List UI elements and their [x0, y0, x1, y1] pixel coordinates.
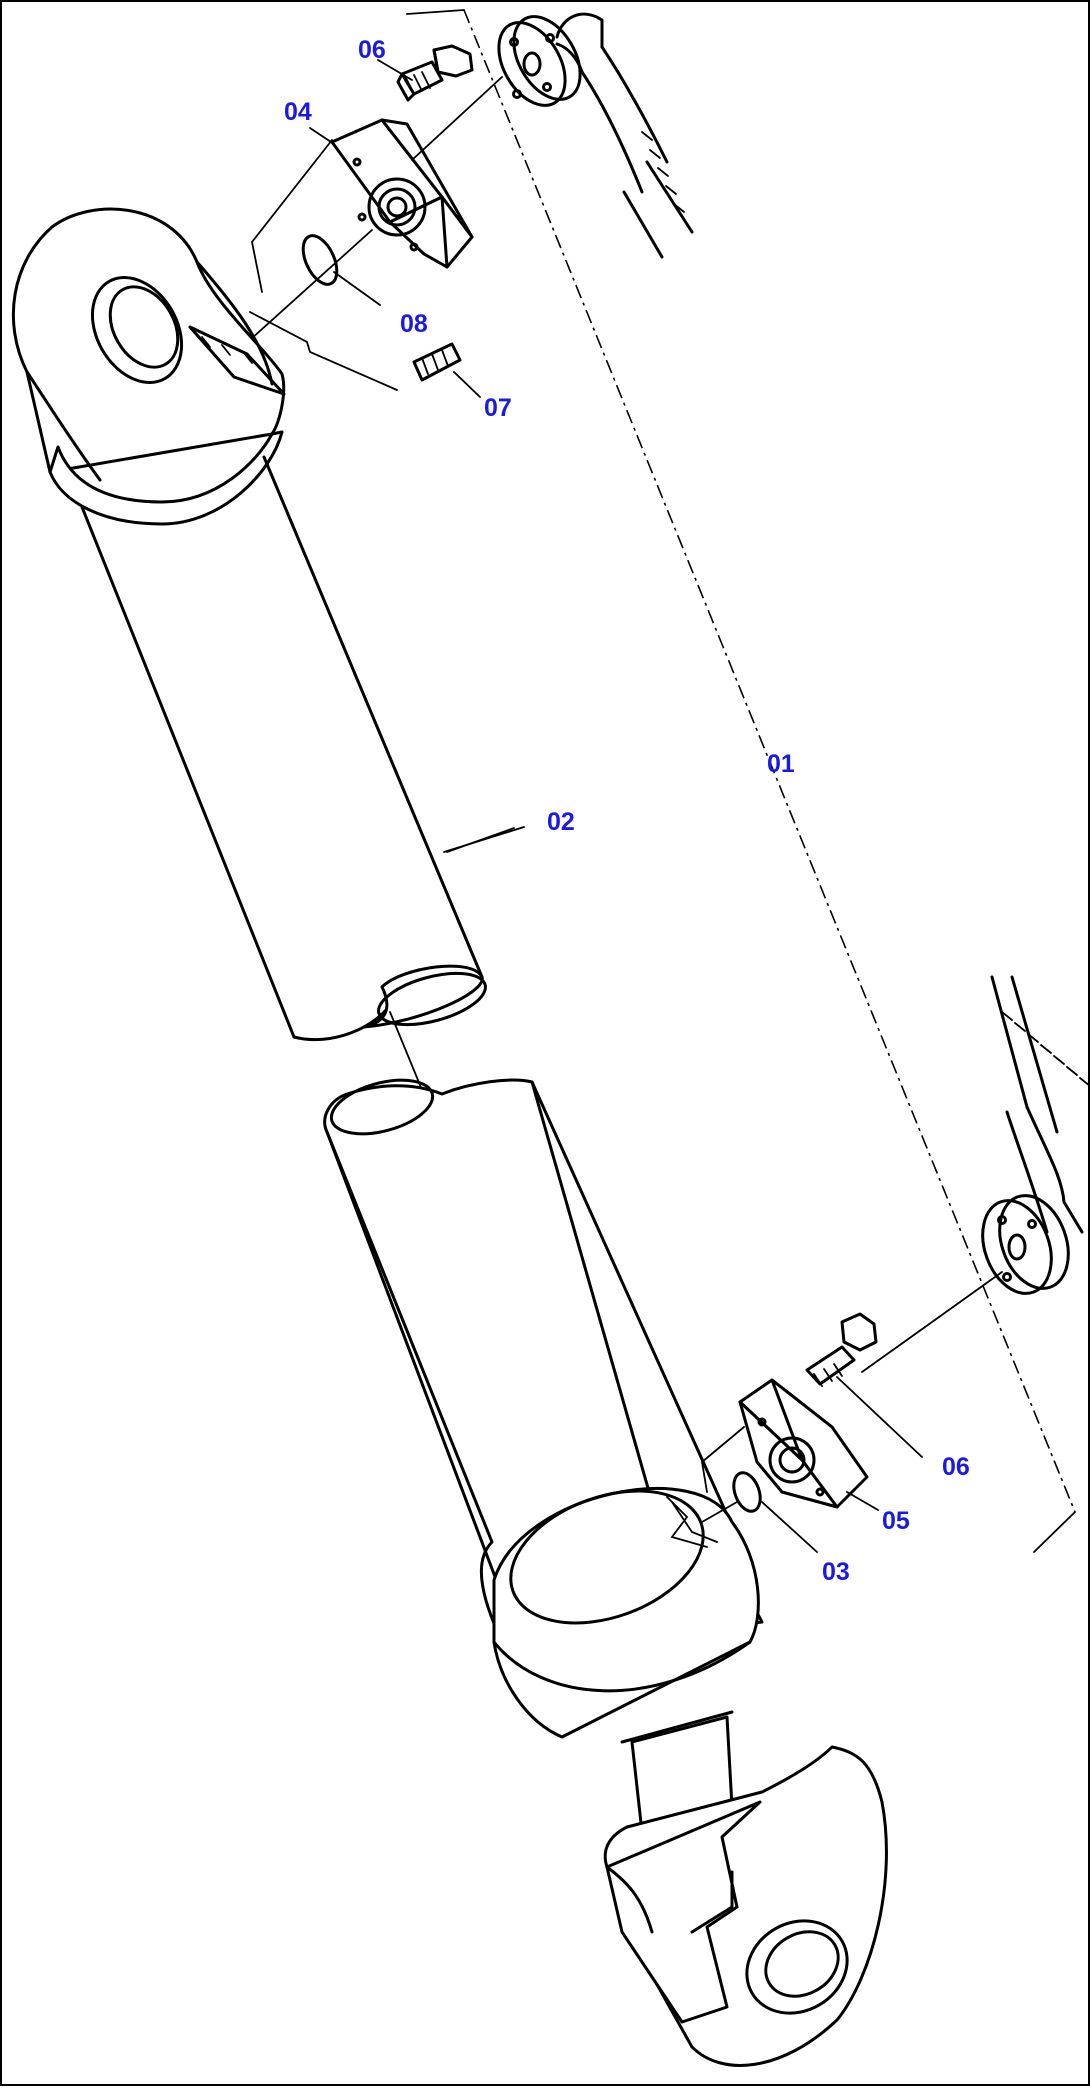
- bottom-o-ring: [732, 1471, 762, 1513]
- bottom-bolt: [805, 1312, 878, 1387]
- callout-08: 08: [400, 310, 428, 338]
- callout-06-top: 06: [358, 36, 386, 64]
- callout-06-bottom: 06: [942, 1453, 970, 1481]
- cylinder-tube: [11, 207, 525, 1042]
- callout-03: 03: [822, 1558, 850, 1586]
- top-hose-flange: [497, 15, 582, 107]
- callout-02: 02: [547, 808, 575, 836]
- leader-lines: [309, 59, 923, 1553]
- rod-housing-lower: [323, 1078, 888, 2067]
- bottom-guide-lines: [671, 1271, 1003, 1543]
- callout-04: 04: [284, 98, 312, 126]
- bottom-flange-block: [738, 1378, 869, 1509]
- assembly-01-bracket: [406, 9, 1076, 1553]
- top-screw: [412, 342, 462, 382]
- top-hose-assembly: [497, 12, 694, 259]
- callout-01: 01: [767, 750, 795, 778]
- callout-05: 05: [882, 1507, 910, 1535]
- callout-07: 07: [484, 394, 512, 422]
- top-o-ring: [301, 234, 339, 286]
- bottom-hose-assembly: [981, 975, 1090, 1295]
- top-bolt: [396, 44, 474, 102]
- top-flange-block: [330, 118, 474, 269]
